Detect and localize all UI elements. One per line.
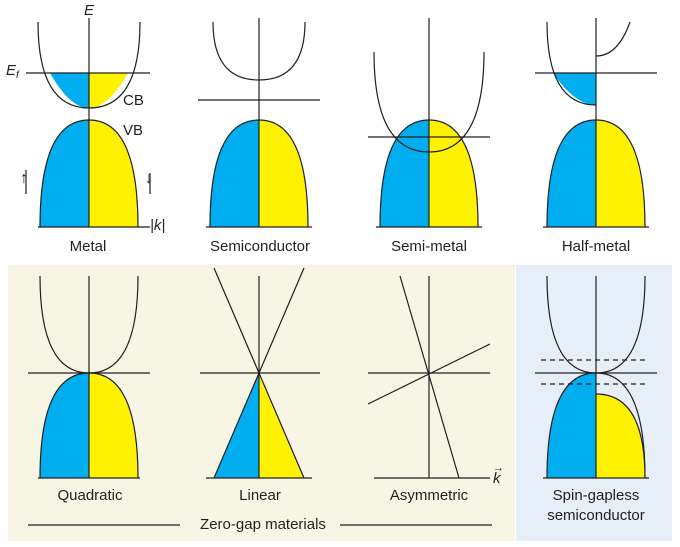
metal-valence-up-fill [40, 120, 89, 227]
semi-metal-valence-down-fill [429, 120, 478, 227]
half-metal-valence-down-fill [596, 120, 645, 227]
energy-axis-label: E [84, 2, 95, 19]
caption-spin-gapless-line1: Spin-gapless [552, 487, 640, 504]
caption-metal: Metal [69, 238, 107, 255]
caption-spin-gapless-line2: semiconductor [547, 507, 645, 524]
k-vector-label: →k [493, 462, 504, 488]
fermi-level-main: E [6, 62, 17, 79]
semiconductor-valence-down-fill [259, 120, 308, 227]
semiconductor-valence-up-fill [210, 120, 259, 227]
asymmetric-dispersion-line-shallow [367, 343, 491, 405]
caption-linear: Linear [239, 487, 281, 504]
sgs-valence-down-outline [595, 393, 646, 479]
caption-half-metal: Half-metal [561, 238, 631, 255]
asymmetric-dispersion-line-steep [399, 275, 460, 479]
zero-gap-group-label: Zero-gap materials [200, 516, 326, 533]
caption-semi-metal: Semi-metal [391, 238, 467, 255]
k-axis-label: |k| [150, 217, 166, 234]
conduction-band-label: CB [123, 92, 144, 109]
caption-quadratic: Quadratic [57, 487, 123, 504]
caption-semiconductor: Semiconductor [209, 238, 311, 255]
fermi-level-subscript: f [16, 70, 19, 81]
half-metal-conduction-up-fill [553, 73, 596, 105]
half-metal-conduction-up-outline [546, 21, 597, 106]
half-metal-valence-up-fill [547, 120, 596, 227]
valence-band-label: VB [123, 122, 144, 139]
spin-up-arrow-icon: ↑ [20, 170, 28, 187]
half-metal-conduction-down-outline [595, 21, 631, 57]
spin-down-arrow-icon: ↓ [145, 170, 153, 187]
vector-arrow-icon: → [493, 462, 504, 474]
metal-conduction-up-fill [50, 73, 89, 108]
semi-metal-valence-up-fill [380, 120, 429, 227]
fermi-level-label: Ef [6, 62, 19, 82]
metal-conduction-down-fill [89, 73, 128, 108]
k-vector-letter: k [493, 470, 501, 487]
caption-asymmetric: Asymmetric [389, 487, 469, 504]
